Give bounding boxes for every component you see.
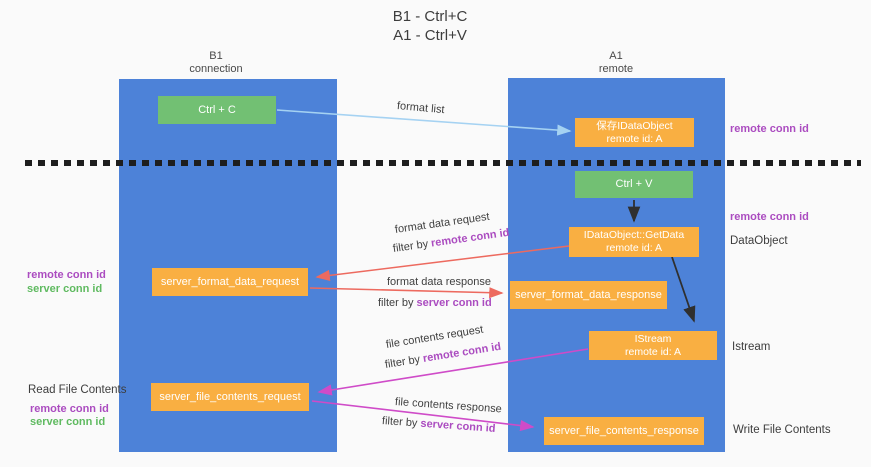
node-server-format-data-request: server_format_data_request bbox=[152, 268, 308, 296]
node-ctrl-c: Ctrl + C bbox=[158, 96, 276, 124]
istream-line1: IStream bbox=[634, 332, 672, 345]
node-ctrl-v: Ctrl + V bbox=[575, 171, 693, 198]
server-file-contents-response-label: server_file_contents_response bbox=[549, 424, 699, 437]
node-save-idataobject: 保存IDataObject remote id: A bbox=[575, 118, 694, 147]
lane-header-a1: A1 remote bbox=[521, 50, 711, 76]
lane-header-b1: B1 connection bbox=[121, 50, 311, 76]
edge-label-filter-server-1: filter by server conn id bbox=[378, 297, 492, 309]
ctrl-c-label: Ctrl + C bbox=[198, 103, 236, 116]
label-remote-conn-id-mid-right: remote conn id bbox=[730, 211, 809, 223]
label-remote-conn-id-bottom-left: remote conn id bbox=[30, 403, 109, 415]
server-file-contents-request-label: server_file_contents_request bbox=[159, 390, 301, 403]
filter-by-prefix: filter by bbox=[392, 237, 432, 255]
lane-a1-name: A1 bbox=[609, 50, 623, 62]
edge-label-format-list: format list bbox=[396, 100, 446, 117]
label-server-conn-id-bottom-left: server conn id bbox=[30, 416, 106, 428]
filter-by-prefix: filter by bbox=[384, 353, 424, 371]
filter-by-prefix: filter by bbox=[378, 297, 417, 309]
node-idataobject-getdata: IDataObject::GetData remote id: A bbox=[569, 227, 699, 257]
label-read-file-contents: Read File Contents bbox=[28, 384, 127, 396]
server-format-data-request-label: server_format_data_request bbox=[160, 275, 300, 288]
node-istream: IStream remote id: A bbox=[589, 331, 717, 360]
arrow-format-data-response bbox=[309, 287, 504, 299]
filter-remote-conn-id: remote conn id bbox=[430, 226, 511, 250]
save-idataobject-line2: remote id: A bbox=[606, 132, 663, 145]
istream-line2: remote id: A bbox=[624, 345, 682, 358]
title-line-1: B1 - Ctrl+C bbox=[392, 8, 468, 25]
getdata-line1: IDataObject::GetData bbox=[583, 229, 685, 241]
filter-remote-conn-id: remote conn id bbox=[422, 340, 502, 365]
save-idataobject-line1: 保存IDataObject bbox=[596, 119, 673, 132]
label-server-conn-id-mid-left: server conn id bbox=[27, 283, 103, 295]
lane-b1-role: connection bbox=[189, 63, 243, 75]
filter-server-conn-id: server conn id bbox=[420, 417, 496, 435]
node-server-file-contents-request: server_file_contents_request bbox=[151, 383, 309, 411]
edge-label-format-data-response: format data response bbox=[387, 276, 491, 288]
separator-dashed-line bbox=[25, 160, 861, 166]
label-write-file-contents: Write File Contents bbox=[733, 424, 831, 436]
node-server-file-contents-response: server_file_contents_response bbox=[544, 417, 704, 445]
filter-server-conn-id: server conn id bbox=[416, 297, 492, 309]
server-format-data-response-label: server_format_data_response bbox=[515, 288, 662, 301]
label-istream: Istream bbox=[732, 341, 771, 353]
edge-label-file-contents-response: file contents response bbox=[394, 396, 503, 416]
label-remote-conn-id-mid-left: remote conn id bbox=[27, 269, 106, 281]
lane-a1-role: remote bbox=[598, 63, 634, 75]
node-server-format-data-response: server_format_data_response bbox=[510, 281, 667, 309]
diagram-title: B1 - Ctrl+C A1 - Ctrl+V bbox=[0, 7, 860, 45]
filter-by-prefix: filter by bbox=[381, 415, 421, 430]
label-dataobject: DataObject bbox=[730, 235, 788, 247]
label-remote-conn-id-top-right: remote conn id bbox=[730, 123, 809, 135]
title-line-2: A1 - Ctrl+V bbox=[393, 27, 467, 44]
lane-b1-name: B1 bbox=[209, 50, 223, 62]
getdata-line2: remote id: A bbox=[605, 242, 663, 254]
edge-label-filter-server-2: filter by server conn id bbox=[382, 415, 496, 435]
ctrl-v-label: Ctrl + V bbox=[615, 178, 653, 190]
